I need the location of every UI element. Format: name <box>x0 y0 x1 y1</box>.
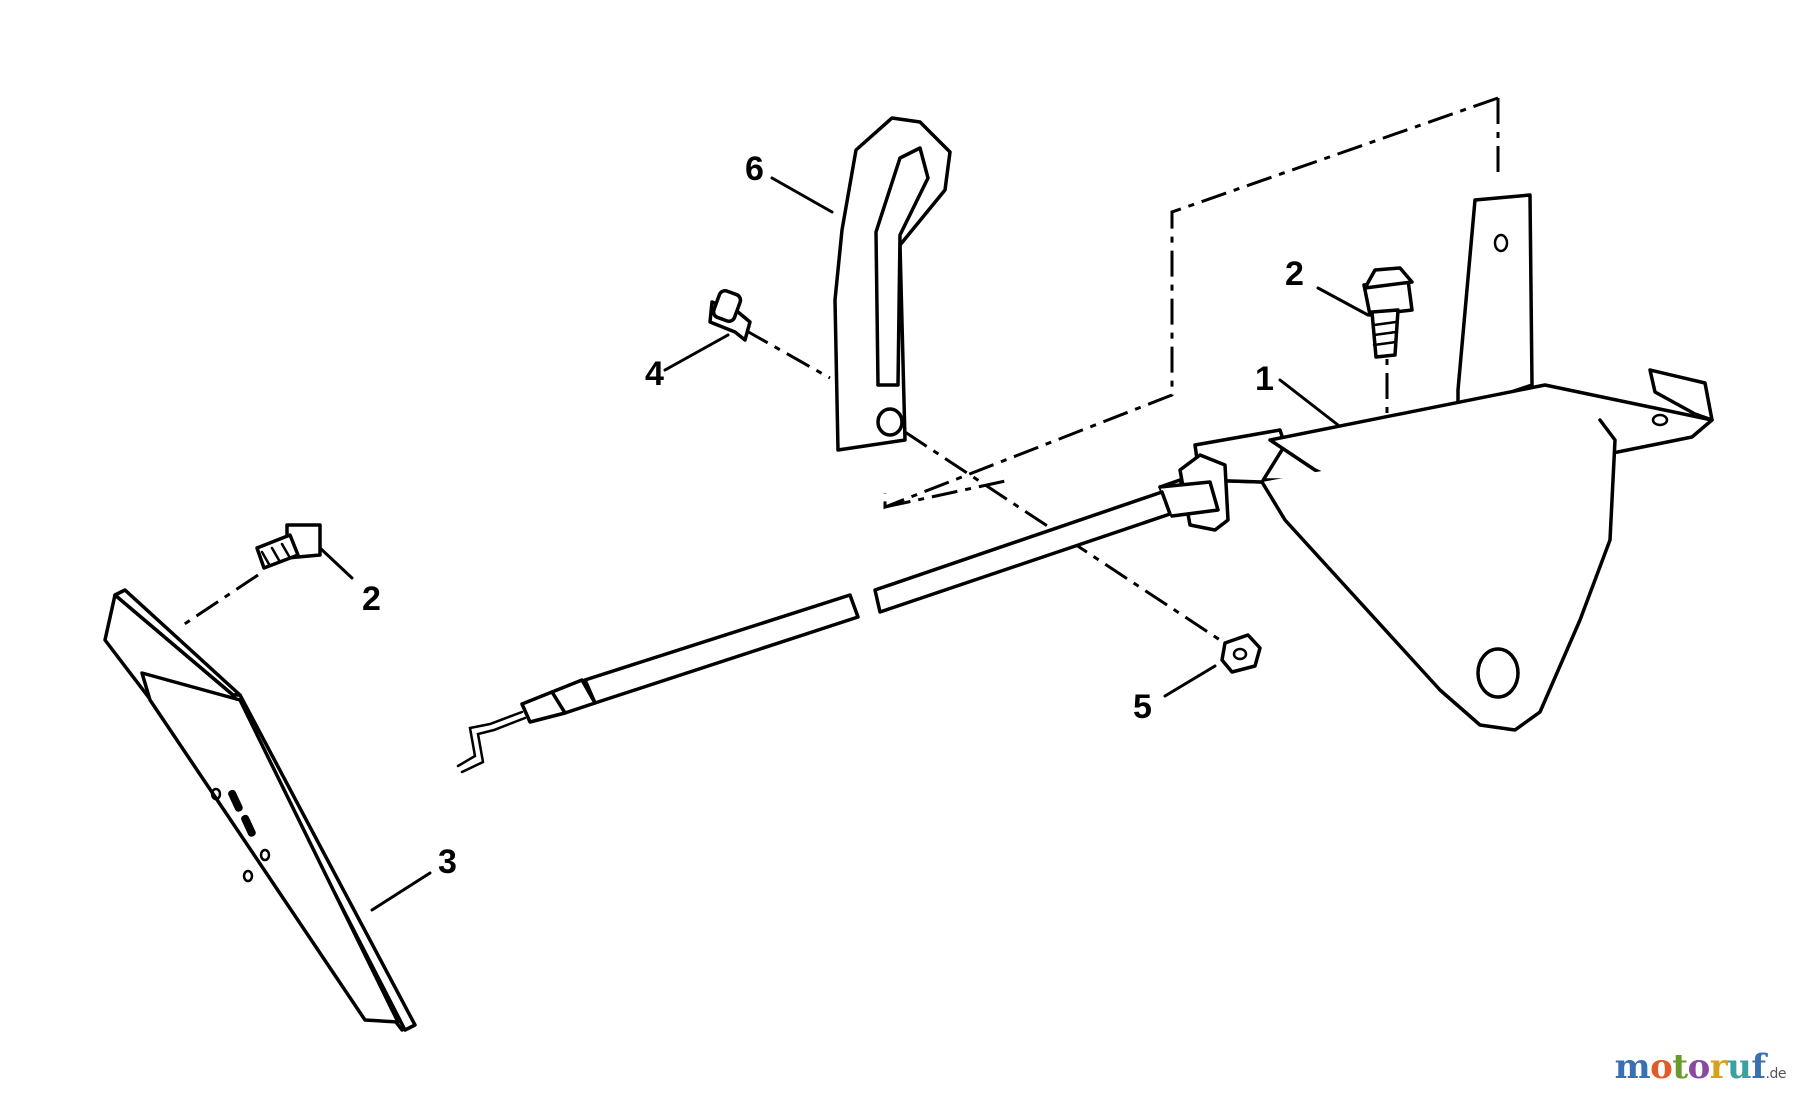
bolt-lower <box>255 523 322 570</box>
callout-5: 5 <box>1133 688 1152 726</box>
plate <box>103 588 417 1032</box>
nut <box>1220 633 1262 674</box>
callout-4: 4 <box>645 355 664 393</box>
leader-lines <box>318 176 1370 912</box>
mounting-bracket <box>1178 193 1714 732</box>
callout-2-lower: 2 <box>362 580 381 618</box>
bolt-upper <box>1362 266 1414 359</box>
callout-2-upper: 2 <box>1285 255 1304 293</box>
control-cable <box>456 478 1220 774</box>
callout-1: 1 <box>1255 360 1274 398</box>
slotted-quadrant <box>833 116 952 452</box>
callout-6: 6 <box>745 150 764 188</box>
callout-3: 3 <box>438 843 457 881</box>
watermark-logo: motoruf.de <box>1614 1047 1787 1087</box>
callout-labels: 6 4 2 1 2 5 3 <box>362 150 1304 881</box>
screw <box>708 289 752 342</box>
